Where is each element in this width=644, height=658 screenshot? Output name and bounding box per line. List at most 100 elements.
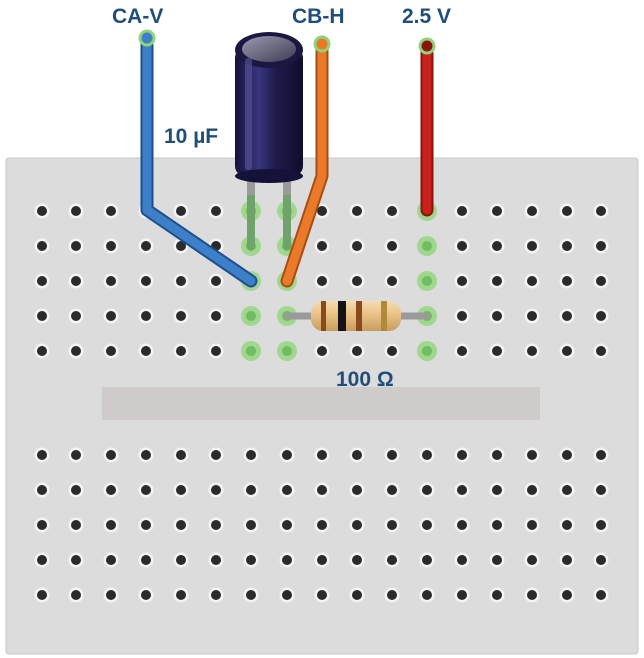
hole-center xyxy=(37,206,47,216)
hole-center xyxy=(457,590,467,600)
active-hole-glow xyxy=(417,236,437,256)
hole-center xyxy=(37,590,47,600)
hole-center xyxy=(211,311,221,321)
hole-center xyxy=(141,346,151,356)
hole-center xyxy=(492,555,502,565)
hole-center xyxy=(317,346,327,356)
hole-center xyxy=(282,520,292,530)
hole-center xyxy=(141,590,151,600)
hole-center xyxy=(562,311,572,321)
hole-center xyxy=(71,450,81,460)
hole-center xyxy=(457,311,467,321)
hole-center xyxy=(352,520,362,530)
active-hole-glow xyxy=(277,341,297,361)
hole-center xyxy=(282,450,292,460)
label-capacitor: 10 µF xyxy=(164,125,218,148)
hole-center xyxy=(141,485,151,495)
hole-center xyxy=(211,276,221,286)
hole-center xyxy=(387,485,397,495)
hole-center xyxy=(317,590,327,600)
hole-center xyxy=(211,450,221,460)
hole-center xyxy=(352,590,362,600)
hole-center xyxy=(422,450,432,460)
hole-center xyxy=(457,555,467,565)
hole-center xyxy=(457,206,467,216)
hole-center xyxy=(352,241,362,251)
hole-center xyxy=(37,276,47,286)
hole-center xyxy=(141,311,151,321)
hole-center xyxy=(492,450,502,460)
hole-center xyxy=(422,520,432,530)
hole-center xyxy=(106,311,116,321)
hole-center xyxy=(317,206,327,216)
hole-center xyxy=(282,555,292,565)
hole-center xyxy=(492,311,502,321)
hole-center xyxy=(246,555,256,565)
hole-center xyxy=(596,450,606,460)
hole-center xyxy=(317,555,327,565)
hole-center xyxy=(596,311,606,321)
hole-center xyxy=(422,555,432,565)
hole-center xyxy=(317,276,327,286)
capacitor xyxy=(235,32,303,250)
hole-center xyxy=(176,206,186,216)
hole-center xyxy=(106,346,116,356)
hole-center xyxy=(527,276,537,286)
hole-center xyxy=(106,485,116,495)
hole-center xyxy=(562,520,572,530)
label-cb-h: CB-H xyxy=(292,5,345,28)
hole-center xyxy=(211,485,221,495)
hole-center xyxy=(211,206,221,216)
hole-center xyxy=(492,276,502,286)
hole-center xyxy=(37,346,47,356)
hole-center xyxy=(37,555,47,565)
hole-center xyxy=(457,485,467,495)
hole-center xyxy=(492,241,502,251)
hole-center xyxy=(562,450,572,460)
active-hole-glow xyxy=(417,341,437,361)
active-hole-glow xyxy=(241,341,261,361)
hole-center xyxy=(141,241,151,251)
hole-center xyxy=(176,450,186,460)
hole-center xyxy=(492,590,502,600)
hole-center xyxy=(37,520,47,530)
hole-center xyxy=(562,241,572,251)
hole-center xyxy=(457,346,467,356)
hole-center xyxy=(492,520,502,530)
hole-center xyxy=(527,555,537,565)
hole-center xyxy=(176,590,186,600)
hole-center xyxy=(596,555,606,565)
hole-center xyxy=(387,241,397,251)
hole-center xyxy=(106,206,116,216)
hole-center xyxy=(352,346,362,356)
hole-center xyxy=(387,450,397,460)
hole-center xyxy=(492,485,502,495)
hole-center xyxy=(352,450,362,460)
hole-center xyxy=(352,206,362,216)
hole-center xyxy=(457,276,467,286)
hole-center xyxy=(352,485,362,495)
wire-end-marker xyxy=(418,37,436,55)
label-ca-v: CA-V xyxy=(112,5,163,28)
hole-center xyxy=(71,346,81,356)
hole-center xyxy=(457,450,467,460)
hole-center xyxy=(282,590,292,600)
hole-center xyxy=(492,346,502,356)
hole-center xyxy=(246,485,256,495)
hole-center xyxy=(176,241,186,251)
hole-center xyxy=(176,276,186,286)
hole-center xyxy=(211,590,221,600)
hole-center xyxy=(562,590,572,600)
hole-center xyxy=(457,241,467,251)
wire-end-marker xyxy=(313,35,331,53)
hole-center xyxy=(71,311,81,321)
hole-center xyxy=(141,520,151,530)
hole-center xyxy=(106,520,116,530)
hole-center xyxy=(457,520,467,530)
hole-center xyxy=(71,206,81,216)
hole-center xyxy=(527,241,537,251)
hole-center xyxy=(562,555,572,565)
hole-center xyxy=(596,520,606,530)
hole-center xyxy=(37,241,47,251)
